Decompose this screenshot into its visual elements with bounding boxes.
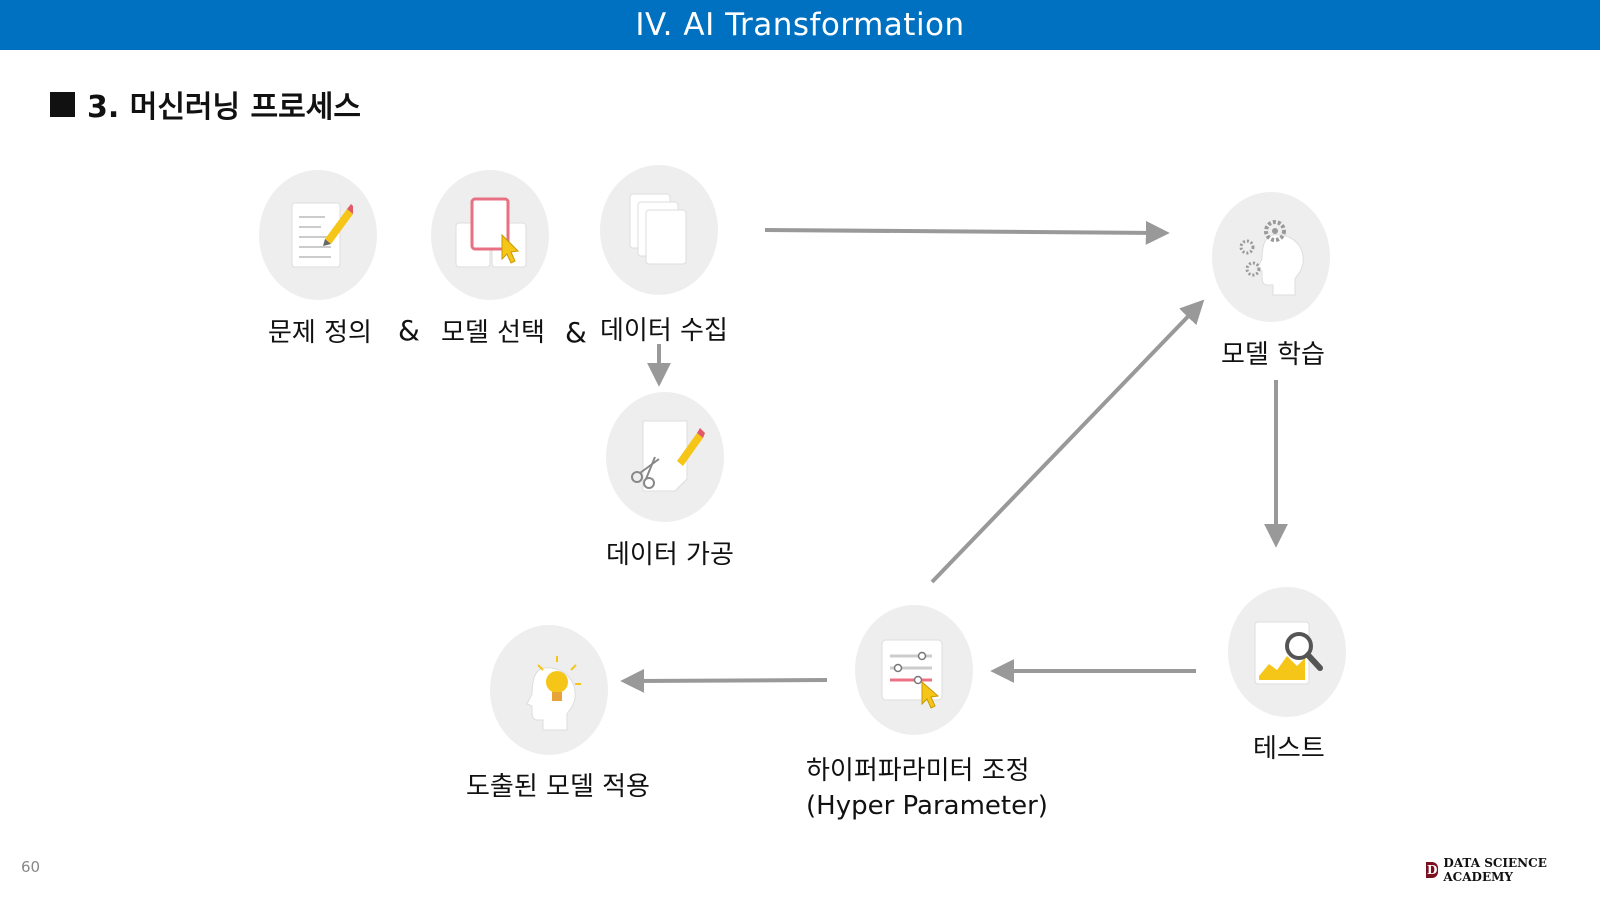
label-model-selection: 모델 선택 — [441, 318, 545, 348]
node-model-selection — [431, 170, 549, 300]
node-problem-definition — [259, 170, 377, 300]
brand-logo: D DATA SCIENCE ACADEMY — [1426, 856, 1600, 884]
document-pencil-icon — [291, 202, 353, 268]
brand-name: DATA SCIENCE ACADEMY — [1443, 856, 1547, 884]
label-hyperparameter-line2: (Hyper Parameter) — [806, 791, 1048, 821]
stacked-pages-icon — [629, 193, 687, 265]
bullet-square-icon — [50, 91, 75, 117]
page-number: 60 — [21, 858, 41, 876]
label-hyperparameter-line1: 하이퍼파라미터 조정 — [806, 756, 1030, 786]
node-model-application — [490, 625, 608, 755]
node-test — [1228, 587, 1346, 717]
label-test: 테스트 — [1253, 734, 1325, 764]
label-model-training: 모델 학습 — [1221, 340, 1325, 370]
page-scissors-pencil-icon — [631, 420, 705, 492]
section-title-text: 3. 머신러닝 프로세스 — [87, 90, 361, 125]
arrow-tuning-to-application — [620, 668, 828, 693]
section-heading: 3. 머신러닝 프로세스 — [50, 84, 361, 125]
brand-mark-icon: D — [1426, 862, 1439, 878]
node-hyperparameter-tuning — [855, 605, 973, 735]
node-data-collection — [600, 165, 718, 295]
head-lightbulb-icon — [526, 656, 581, 731]
ampersand-2: & — [565, 316, 587, 349]
label-problem-definition: 문제 정의 — [268, 318, 372, 348]
arrow-collection-to-training — [764, 220, 1170, 245]
slide-title: IV. AI Transformation — [635, 7, 965, 43]
sliders-cursor-icon — [881, 639, 943, 709]
slide-header: IV. AI Transformation — [0, 0, 1600, 50]
card-cursor-icon — [455, 197, 527, 268]
chart-magnifier-icon — [1254, 621, 1323, 685]
label-data-processing: 데이터 가공 — [606, 540, 734, 570]
label-model-application: 도출된 모델 적용 — [466, 772, 650, 802]
label-data-collection: 데이터 수집 — [600, 316, 728, 346]
label-hyperparameter-tuning: 하이퍼파라미터 조정 (Hyper Parameter) — [806, 750, 1048, 821]
head-gears-icon — [1239, 220, 1304, 296]
arrow-tuning-to-training — [930, 299, 1205, 584]
ampersand-1: & — [398, 314, 420, 347]
node-data-processing — [606, 392, 724, 522]
node-model-training — [1212, 192, 1330, 322]
